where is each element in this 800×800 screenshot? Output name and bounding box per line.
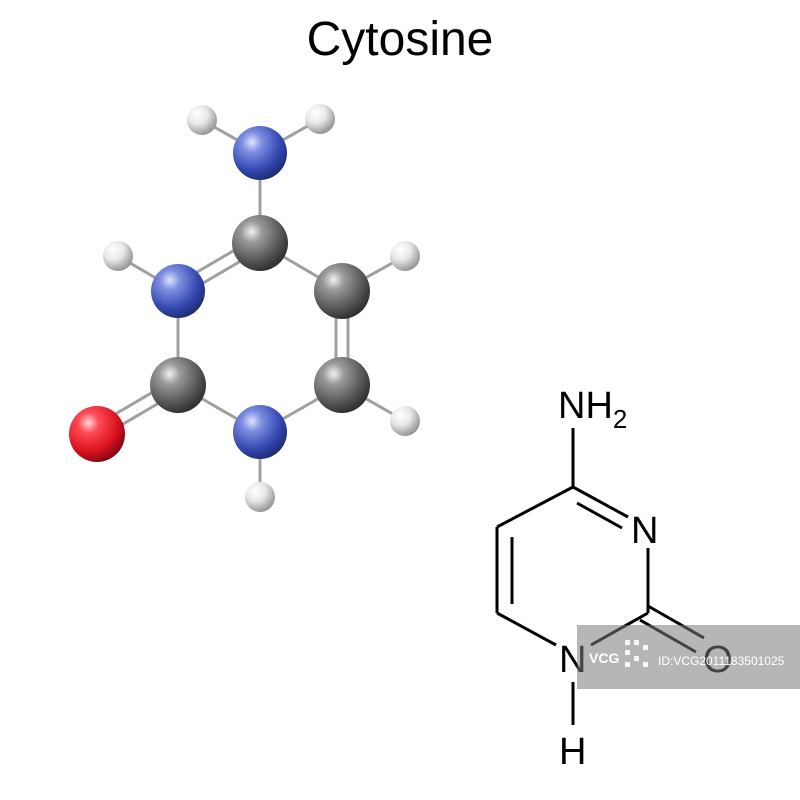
carbon-atom bbox=[314, 263, 370, 319]
ball-model-atoms bbox=[69, 104, 420, 512]
carbon-atom bbox=[150, 357, 206, 413]
watermark-band bbox=[577, 625, 800, 689]
amino-subscript: 2 bbox=[613, 404, 627, 434]
amino-nh-text: NH bbox=[558, 385, 613, 427]
hydrogen-atom bbox=[390, 241, 420, 271]
oxygen-atom bbox=[69, 406, 125, 462]
skeletal-bond-c4-n3 bbox=[572, 485, 629, 519]
watermark-logo-icon bbox=[625, 640, 648, 667]
hydrogen-atom bbox=[305, 104, 335, 134]
molecule-title: Cytosine bbox=[306, 13, 494, 66]
carbon-atom bbox=[314, 357, 370, 413]
nitrogen-atom bbox=[233, 405, 287, 459]
carbon-atom bbox=[232, 215, 288, 271]
skeletal-bond-c4-c5 bbox=[496, 485, 574, 529]
hydrogen-label: H bbox=[559, 731, 586, 773]
ring-nitrogen-label: N bbox=[631, 510, 658, 552]
hydrogen-atom bbox=[103, 241, 133, 271]
watermark: VCG ID:VCG2011183501025 bbox=[577, 625, 800, 689]
amino-group-label: NH2 bbox=[558, 385, 627, 434]
nitrogen-atom bbox=[151, 264, 205, 318]
watermark-logo-text: VCG bbox=[589, 650, 619, 666]
skeletal-bond-c6-n1 bbox=[496, 611, 557, 647]
nitrogen-atom bbox=[233, 126, 287, 180]
hydrogen-atom bbox=[187, 105, 217, 135]
hydrogen-atom bbox=[390, 406, 420, 436]
watermark-id-text: ID:VCG2011183501025 bbox=[658, 654, 785, 668]
skeletal-bond-c4-n3-inner bbox=[576, 501, 623, 530]
skeletal-labels: NH2 N N O H bbox=[558, 385, 733, 773]
hydrogen-atom bbox=[245, 482, 275, 512]
